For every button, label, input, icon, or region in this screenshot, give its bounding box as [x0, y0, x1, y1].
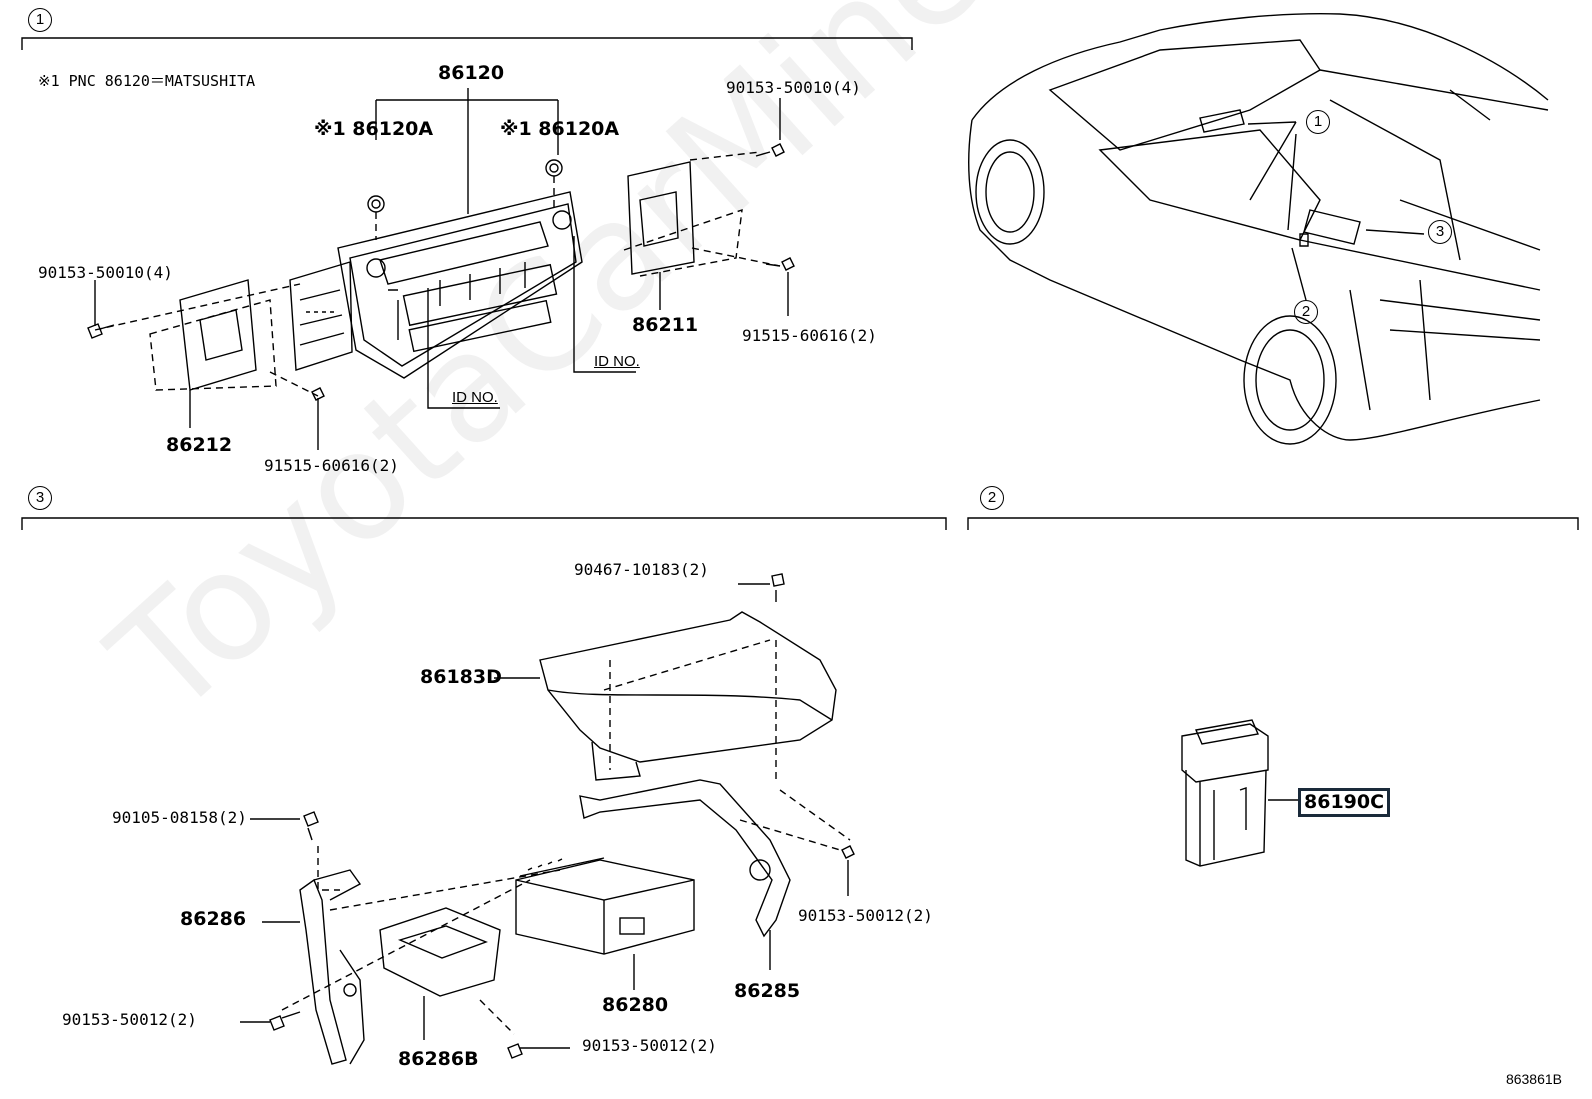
amplifier-drawing [262, 611, 837, 1065]
part-86286b-label: 86286B [398, 1048, 479, 1070]
section-2-frame [967, 517, 1579, 530]
id-no-label-left: ID NO. [452, 389, 498, 406]
part-90153-50010-right-label: 90153-50010(4) [726, 78, 861, 97]
pnc-note: ※1 PNC 86120＝MATSUSHITA [38, 72, 256, 90]
part-90105-08158-label: 90105-08158(2) [112, 808, 247, 827]
head-unit-dashed-leaders [94, 151, 781, 397]
part-86285-label: 86285 [734, 980, 801, 1002]
part-86190c-label: 86190C [1298, 788, 1391, 817]
vehicle-callout-3: 3 [1428, 220, 1452, 244]
head-unit-drawing [179, 88, 695, 428]
part-90153-50012-left-label: 90153-50012(2) [62, 1010, 197, 1029]
part-90153-50010-left-label: 90153-50010(4) [38, 263, 173, 282]
part-86286-label: 86286 [180, 908, 247, 930]
switch-drawing [1181, 719, 1298, 867]
amplifier-dashed-leaders [281, 639, 851, 1035]
id-no-label-right: ID NO. [594, 353, 640, 370]
section-3-frame [21, 517, 947, 530]
section-1-screws [87, 98, 795, 450]
part-86120a-left-label: ※1 86120A [314, 118, 434, 140]
part-90467-10183-label: 90467-10183(2) [574, 560, 709, 579]
section-2-marker: 2 [980, 486, 1004, 510]
part-86280-label: 86280 [602, 994, 669, 1016]
part-86120a-right-label: ※1 86120A [500, 118, 620, 140]
part-86183d-label: 86183D [420, 666, 502, 688]
section-1-frame [21, 37, 913, 50]
vehicle-overview-drawing [968, 13, 1549, 445]
part-86211-label: 86211 [632, 314, 699, 336]
section-1-marker: 1 [28, 8, 52, 32]
section-3-screws [240, 573, 855, 1059]
diagram-code: 863861B [1505, 1071, 1562, 1087]
part-91515-60616-left-label: 91515-60616(2) [264, 456, 399, 475]
part-90153-50012-bottom-label: 90153-50012(2) [582, 1036, 717, 1055]
part-90153-50012-right-label: 90153-50012(2) [798, 906, 933, 925]
part-86212-label: 86212 [166, 434, 233, 456]
part-91515-60616-right-label: 91515-60616(2) [742, 326, 877, 345]
vehicle-callout-1: 1 [1306, 110, 1330, 134]
section-3-marker: 3 [28, 486, 52, 510]
part-86120-label: 86120 [438, 62, 505, 84]
vehicle-callout-leaders [1247, 121, 1425, 301]
vehicle-callout-2: 2 [1294, 300, 1318, 324]
